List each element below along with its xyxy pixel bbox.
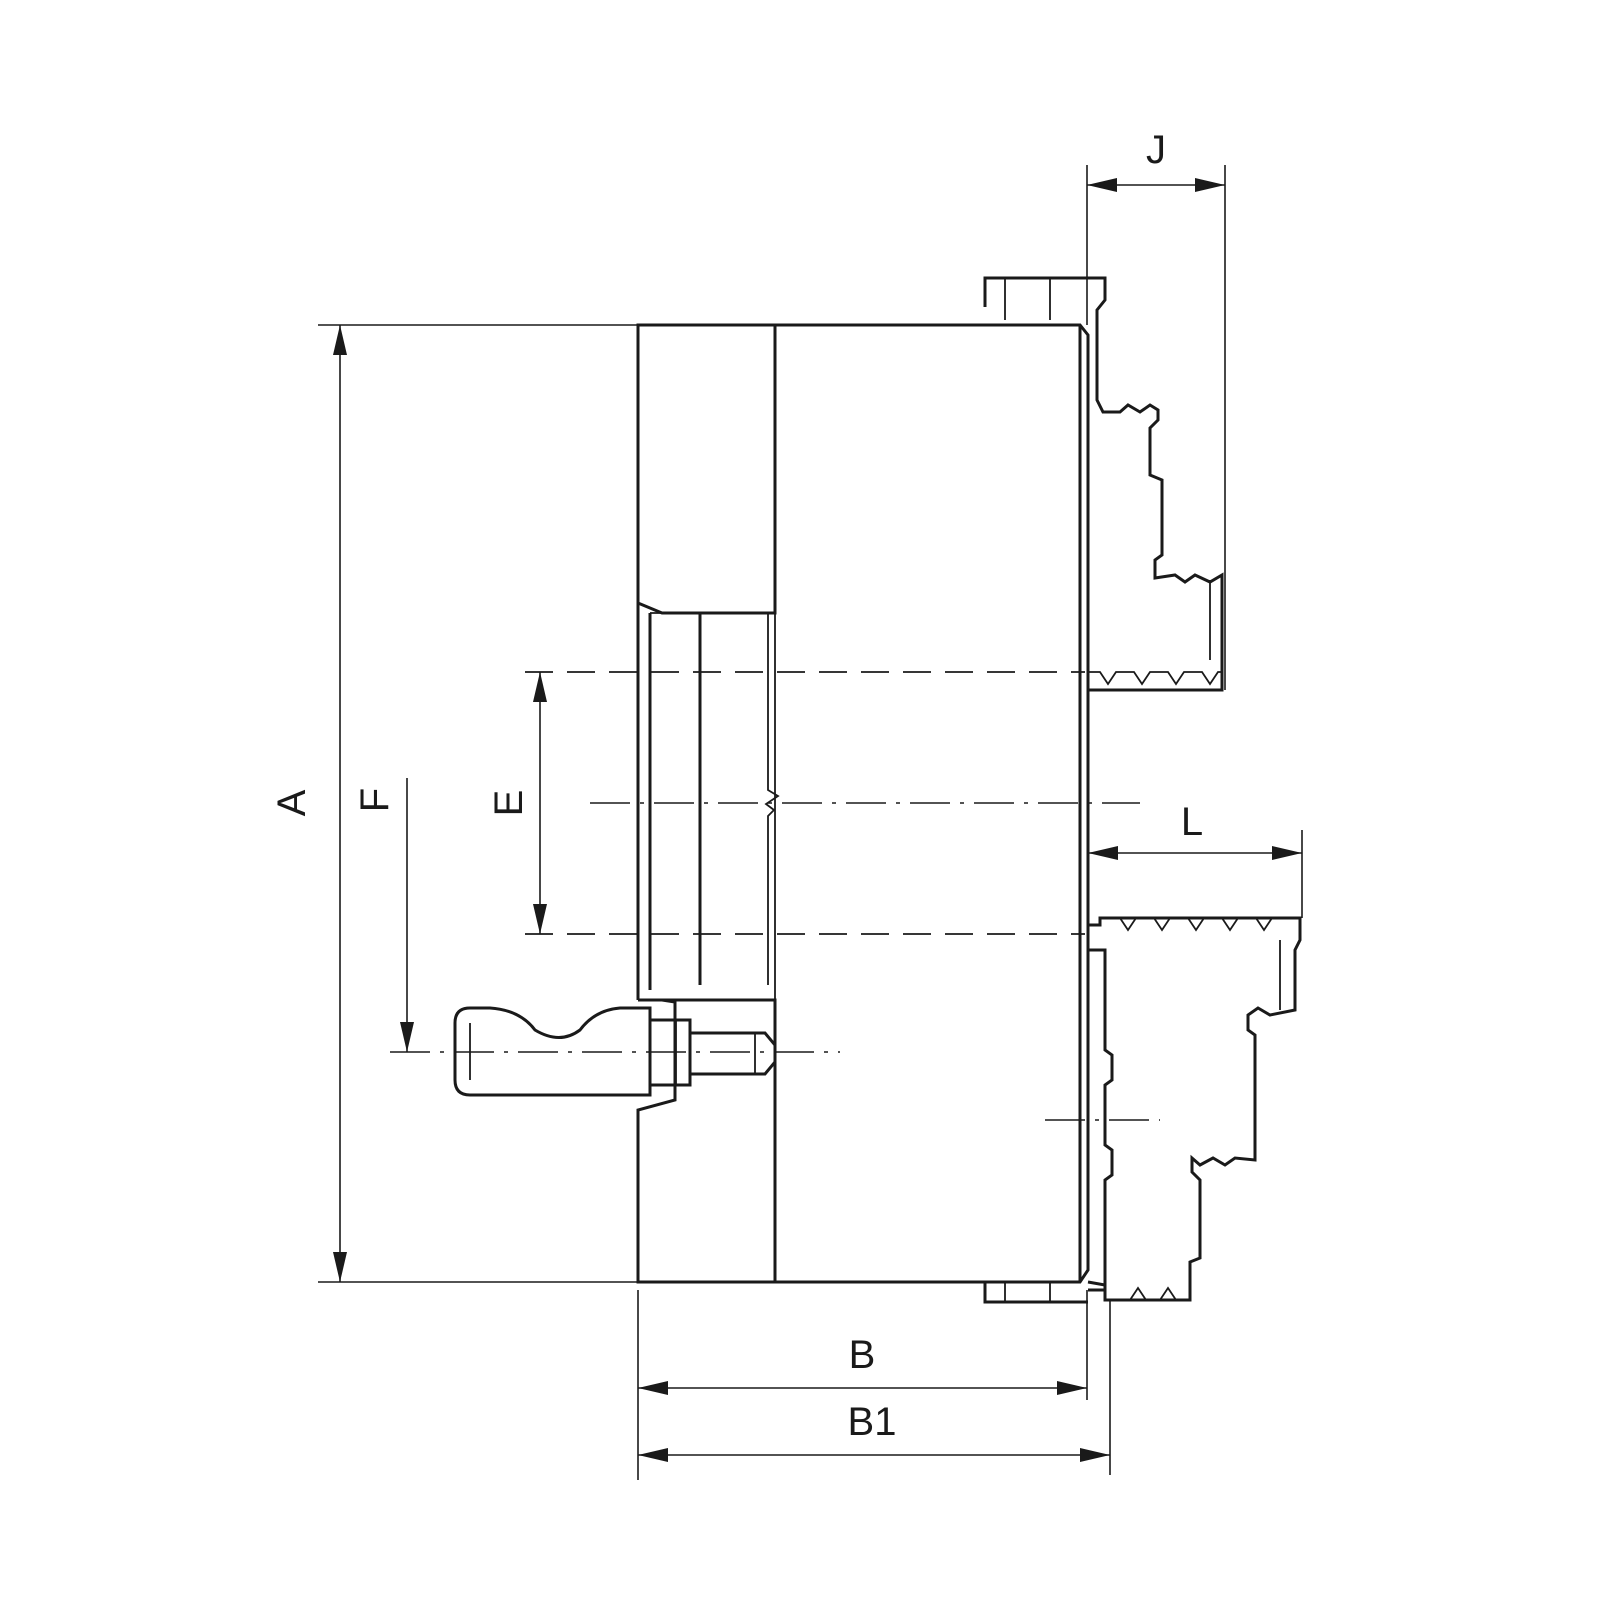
dimension-b: B	[637, 1290, 1088, 1480]
break-mark	[764, 613, 780, 985]
dimension-label-b: B	[849, 1333, 876, 1377]
jaw-step-profile-upper	[1088, 325, 1224, 692]
flange-section-upper	[636, 323, 777, 615]
jaw-slide-block	[1088, 948, 1114, 1292]
jaw-bottom-block	[983, 1282, 1088, 1304]
dimension-l: L	[1088, 800, 1303, 918]
dimension-label-j: J	[1146, 128, 1166, 172]
dimension-label-l: L	[1181, 800, 1203, 844]
dimension-label-b1: B1	[848, 1400, 897, 1444]
dimension-j: J	[1086, 128, 1226, 690]
dimension-label-e: E	[487, 790, 531, 817]
dimension-f: F	[353, 778, 414, 1052]
bore-recess	[636, 603, 702, 1002]
dimension-label-f: F	[353, 788, 397, 812]
bolt-head	[453, 1006, 652, 1097]
jaw-step-profile-lower	[1087, 916, 1302, 1302]
jaw-teeth-upper	[1088, 671, 1222, 686]
bolt-shank	[650, 1018, 777, 1087]
dimension-a: A	[270, 324, 638, 1283]
dimension-e: E	[487, 672, 547, 934]
dimension-label-a: A	[270, 789, 314, 816]
dimension-b1: B1	[638, 1300, 1111, 1475]
jaw-teeth-bottom	[1129, 1286, 1190, 1301]
mounting-bolt	[453, 1006, 777, 1097]
upper-jaw	[983, 276, 1224, 692]
lower-jaw	[983, 916, 1302, 1304]
jaw-teeth-lower	[1105, 917, 1290, 932]
jaw-top-block	[983, 276, 1107, 325]
